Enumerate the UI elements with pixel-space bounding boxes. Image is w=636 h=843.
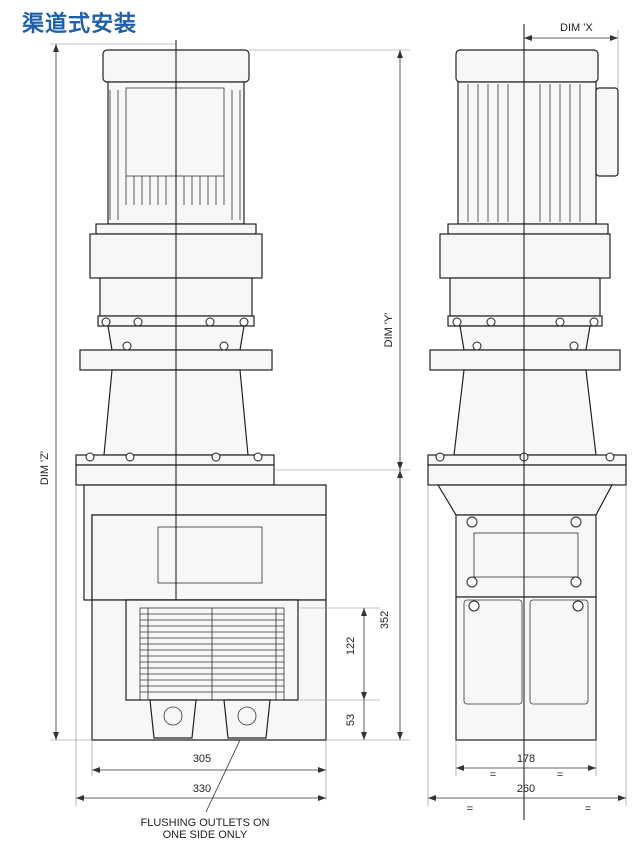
equal-mark-178-left: = [490, 769, 496, 781]
dim-53-label: 53 [345, 714, 357, 726]
terminal-box [595, 87, 619, 177]
equal-mark-178-right: = [557, 769, 563, 781]
page-title: 渠道式安装 [22, 12, 138, 37]
dimension-lines [50, 30, 627, 813]
equal-mark-260-right: = [585, 803, 591, 815]
side-view [427, 24, 627, 820]
dim-x-label: DIM 'X [560, 22, 593, 34]
dim-330-label: 330 [193, 783, 211, 795]
body-housing [91, 514, 327, 601]
flushing-outlet-left [149, 699, 197, 739]
dim-122-label: 122 [345, 637, 357, 655]
note-line-1: FLUSHING OUTLETS ON [141, 817, 270, 829]
flushing-outlet-right [223, 699, 271, 739]
dim-352-label: 352 [379, 611, 391, 629]
dim-260-label: 260 [517, 783, 535, 795]
dim-178-label: 178 [517, 753, 535, 765]
side-motor-body [457, 81, 597, 225]
nameplate [157, 526, 263, 584]
front-view [75, 40, 327, 741]
cutter-stack [140, 608, 284, 700]
dim-z-label: DIM 'Z' [39, 451, 51, 485]
note-line-2: ONE SIDE ONLY [163, 829, 248, 841]
equal-mark-260-left: = [467, 803, 473, 815]
frame-flange [75, 464, 275, 486]
dim-305-label: 305 [193, 753, 211, 765]
motor-fins [109, 90, 241, 220]
dim-y-label: DIM 'Y' [383, 313, 395, 348]
